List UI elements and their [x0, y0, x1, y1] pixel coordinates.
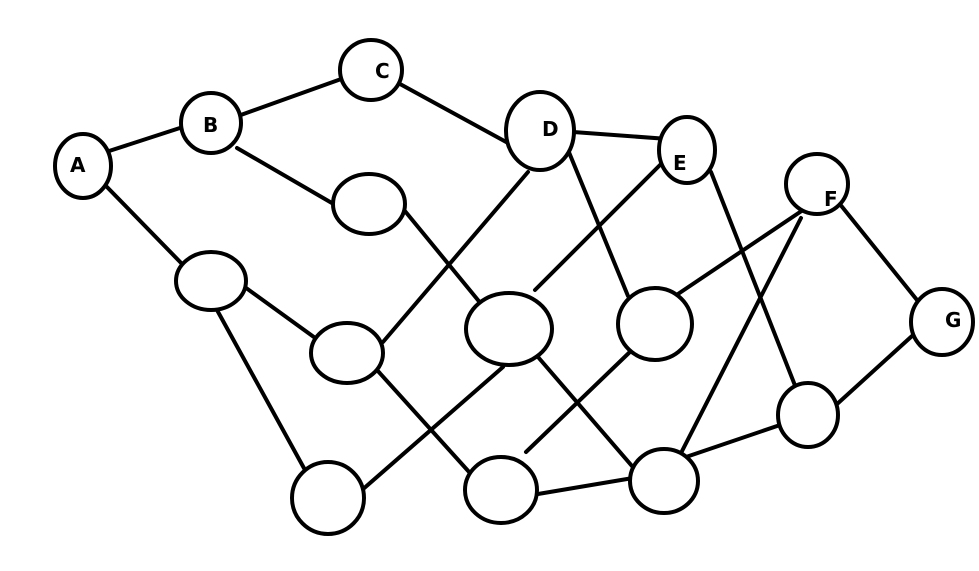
edge-n3-d [381, 170, 530, 344]
label-a: A [70, 153, 86, 177]
edge-n8-n9 [684, 422, 785, 459]
label-d: D [542, 117, 559, 141]
edge-e-n9 [709, 170, 798, 390]
edge-n7-n8 [536, 476, 635, 496]
node-unlabeled-9 [776, 381, 840, 449]
node-d [504, 90, 576, 172]
label-c: C [375, 59, 390, 83]
node-unlabeled-5 [464, 291, 554, 367]
node-unlabeled-6 [616, 286, 694, 362]
edge-a-n2 [104, 184, 188, 270]
edge-n5-n8 [536, 355, 640, 475]
node-e [657, 115, 717, 185]
label-f: F [824, 187, 838, 211]
edge-b-c [236, 76, 346, 118]
labels: A B C D E F G [70, 59, 961, 332]
edge-n2-n4 [215, 308, 307, 472]
node-f [784, 152, 850, 216]
label-g: G [945, 308, 961, 332]
label-e: E [673, 151, 687, 175]
edge-n6-n7 [524, 347, 635, 454]
edge-f-n8 [677, 216, 803, 459]
edge-n3-n7 [375, 368, 472, 475]
edges [104, 76, 919, 496]
node-unlabeled-2 [174, 250, 248, 312]
edge-n5-n4 [360, 365, 505, 492]
edge-f-n6 [673, 206, 808, 298]
edge-d-n6 [564, 143, 630, 298]
edge-f-g [837, 201, 919, 302]
edge-n9-g [834, 334, 914, 407]
node-unlabeled-1 [331, 172, 407, 236]
nodes [53, 38, 975, 536]
edge-a-b [104, 125, 185, 154]
node-g [909, 287, 975, 357]
node-c [338, 38, 404, 102]
edge-n1-n5 [398, 203, 484, 307]
node-a [53, 132, 113, 200]
edge-b-n1 [235, 146, 339, 208]
label-b: B [203, 113, 218, 137]
node-b [179, 91, 243, 155]
node-unlabeled-3 [309, 321, 385, 385]
node-unlabeled-7 [463, 455, 539, 525]
edge-e-n5 [533, 160, 665, 292]
edge-c-d [398, 82, 510, 145]
edge-n2-n3 [240, 283, 320, 342]
node-unlabeled-4 [290, 460, 366, 536]
node-unlabeled-8 [628, 447, 700, 515]
